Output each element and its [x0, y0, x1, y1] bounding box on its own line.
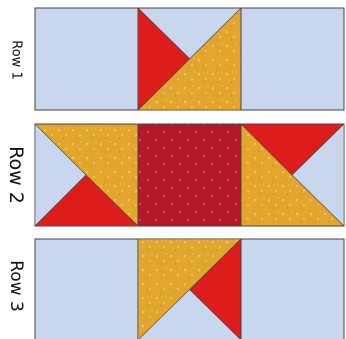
row-1-left-square	[34, 7, 139, 111]
row-2-left-red-triangle	[34, 174, 139, 227]
row-3	[34, 238, 345, 339]
row-1-right-square	[240, 7, 345, 111]
row-3-gold-shape	[137, 238, 242, 339]
row-2-center-square	[137, 123, 242, 227]
row-3-right-square	[240, 238, 345, 339]
row-3-left-square	[34, 238, 139, 339]
row-1	[34, 7, 345, 111]
row-2	[34, 123, 345, 227]
row-2-right-blue-triangle	[291, 123, 345, 227]
